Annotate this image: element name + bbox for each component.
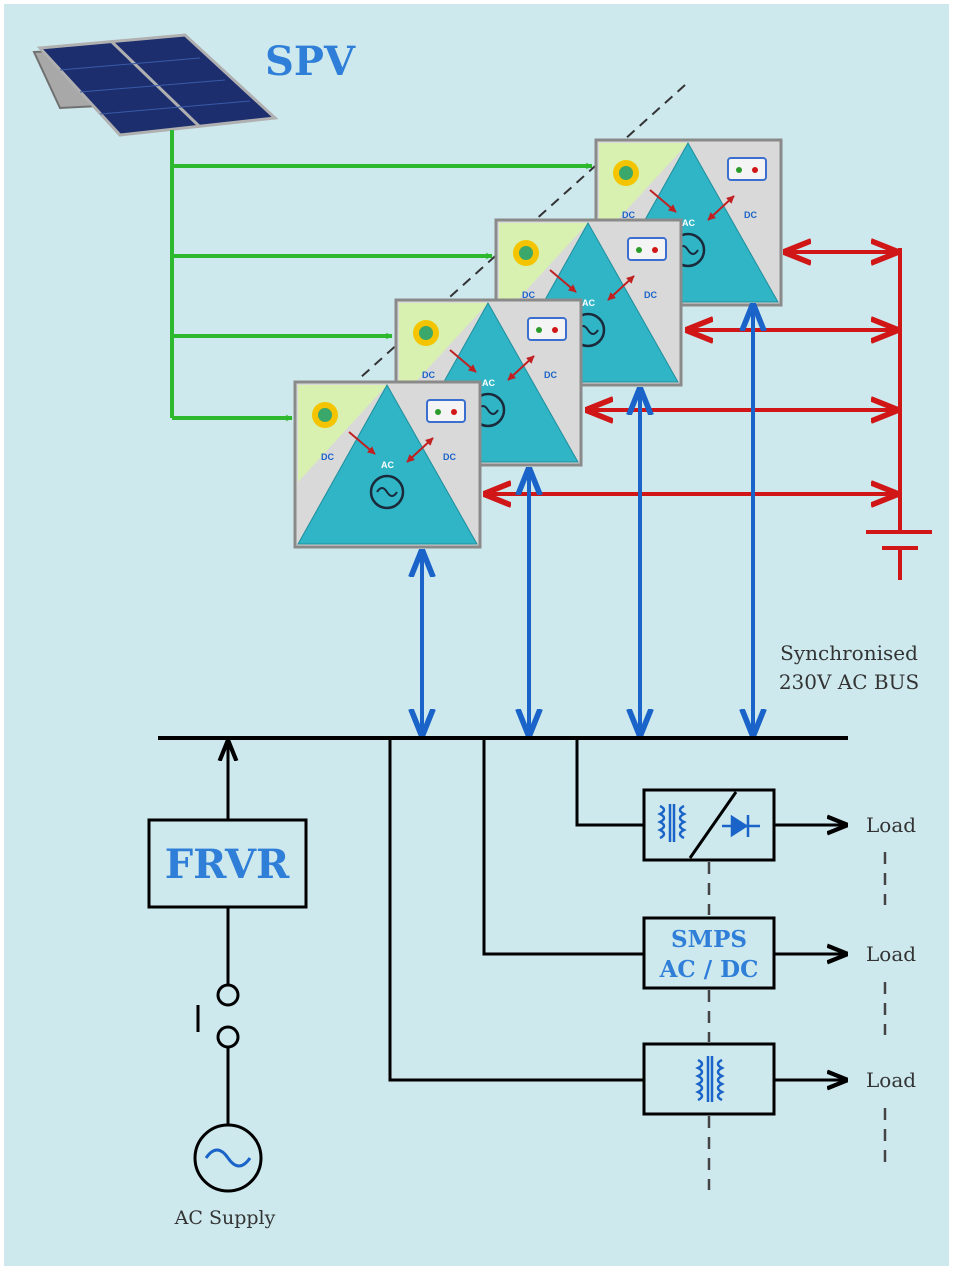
battery-icon xyxy=(866,530,932,580)
svg-text:DC: DC xyxy=(744,210,757,220)
bus-label: Synchronised xyxy=(780,641,918,665)
svg-text:DC: DC xyxy=(422,370,435,380)
svg-text:DC: DC xyxy=(644,290,657,300)
svg-text:DC: DC xyxy=(522,290,535,300)
smps-label: SMPS xyxy=(671,926,747,953)
svg-text:DC: DC xyxy=(622,210,635,220)
diagram-background xyxy=(4,4,949,1266)
svg-text:AC: AC xyxy=(682,218,695,228)
smps-label-acdc: AC / DC xyxy=(659,956,759,983)
load-label-3: Load xyxy=(866,1068,916,1092)
load-arrows xyxy=(774,825,846,1080)
transformer-icon xyxy=(657,804,687,842)
svg-text:DC: DC xyxy=(321,452,334,462)
frvr-label: FRVR xyxy=(165,841,290,888)
svg-text:AC: AC xyxy=(482,378,495,388)
ac-link-lines xyxy=(422,306,753,734)
ac-source-icon xyxy=(193,1123,263,1193)
solar-panel-icon xyxy=(32,33,279,137)
inverter-module-3: DC AC DC xyxy=(496,220,681,385)
feeder-lines xyxy=(388,738,644,1082)
pv-feed-lines xyxy=(170,130,593,422)
svg-text:DC: DC xyxy=(544,370,557,380)
inverter-module-2: DC AC DC xyxy=(396,300,581,465)
svg-text:DC: DC xyxy=(443,452,456,462)
continuation-dashes xyxy=(707,852,887,1190)
bus-label-voltage: 230V AC BUS xyxy=(779,670,919,694)
load-label-2: Load xyxy=(866,942,916,966)
svg-text:AC: AC xyxy=(381,460,394,470)
spv-label: SPV xyxy=(265,38,356,85)
inverter-module-1: DC AC DC xyxy=(295,382,480,547)
diode-icon xyxy=(722,814,760,838)
svg-text:AC: AC xyxy=(582,298,595,308)
inverter-module-4: DC AC DC xyxy=(596,140,781,305)
ac-supply-label: AC Supply xyxy=(174,1207,276,1229)
load-label-1: Load xyxy=(866,813,916,837)
